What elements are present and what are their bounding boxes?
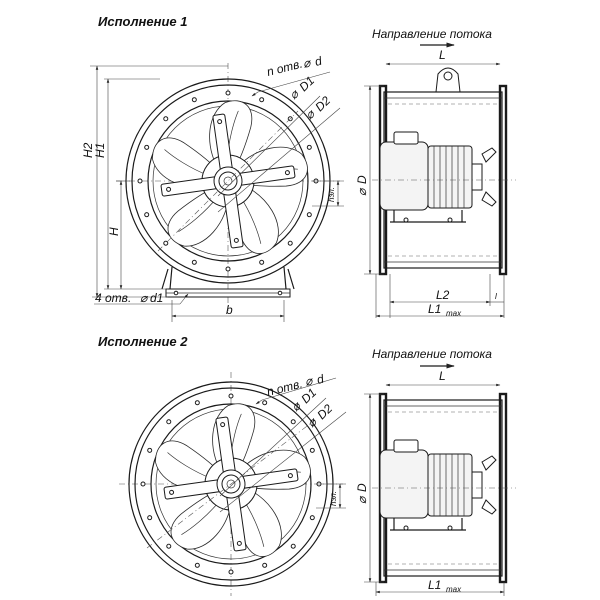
dim-H-label: H	[107, 227, 121, 236]
dim-hel-label: hэл.	[329, 491, 338, 506]
dim-D-label: D	[355, 175, 369, 184]
diameter-symbol: ⌀	[140, 291, 149, 305]
diameter-symbol: ⌀	[355, 187, 369, 196]
variant2-front-dimensions: n отв. ⌀ d ⌀ D1 ⌀ D2 hэл.	[219, 372, 347, 513]
dim-H1-label: H1	[93, 143, 107, 158]
dim-L1-label: L1	[428, 578, 441, 592]
variant1-front-view	[116, 63, 340, 311]
variant2-title: Исполнение 2	[98, 334, 188, 349]
diameter-symbol: ⌀	[355, 495, 369, 504]
diameter-symbol: ⌀	[301, 55, 313, 71]
dim-D2-label: D2	[314, 401, 335, 422]
variant1-title: Исполнение 1	[98, 14, 188, 29]
dim-b-label: b	[226, 303, 233, 317]
variant1-side-view: Направление потока L ⌀ D	[355, 27, 516, 318]
dim-l-label: l	[495, 292, 497, 301]
variant1-flow-label: Направление потока	[372, 27, 492, 41]
dim-D-label: D	[355, 483, 369, 492]
dim-max-label: max	[446, 585, 462, 594]
dim-d1-label: d1	[150, 291, 163, 305]
dim-d-label: d	[315, 372, 325, 387]
dim-L1-label: L1	[428, 302, 441, 316]
dim-L2-label: L2	[436, 288, 450, 302]
dim-L-label: L	[439, 48, 446, 62]
dim-L-label: L	[439, 369, 446, 383]
dim-H2-label: H2	[81, 142, 95, 158]
holes-d-label: n отв.	[265, 57, 304, 79]
variant2-flow-label: Направление потока	[372, 347, 492, 361]
variant2-side-view: Направление потока L ⌀ D L1 max	[355, 347, 516, 596]
dim-d-label: d	[313, 54, 323, 69]
variant2-front-view	[119, 372, 343, 596]
variant2-section: Исполнение 2 n отв. ⌀ d ⌀ D1 ⌀ D2	[98, 334, 516, 596]
variant1-front-dimensions: H2 H1 H b 4 отв. ⌀ d1 n отв. ⌀ d ⌀ D1	[81, 54, 344, 322]
dim-hel-label: hэл.	[327, 187, 336, 202]
dim-max-label: max	[446, 309, 462, 318]
dim-D2-label: D2	[312, 93, 333, 114]
holes-d1-label: 4 отв.	[95, 291, 131, 305]
variant1-section: Исполнение 1	[81, 14, 516, 322]
